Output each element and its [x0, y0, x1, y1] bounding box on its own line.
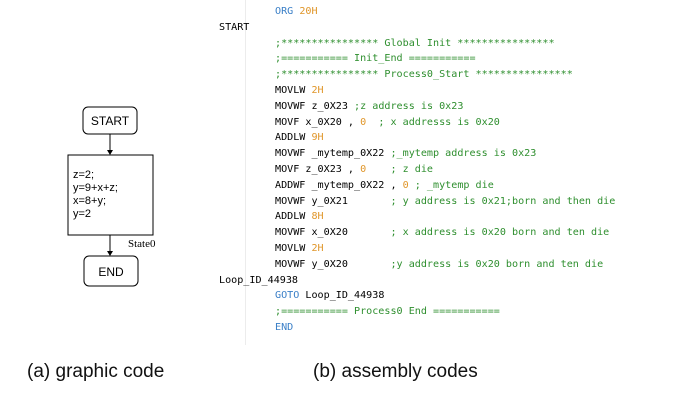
code-token: ;z address is 0x23	[354, 100, 464, 112]
code-token: ADDWF _mytemp_0X22 ,	[275, 179, 403, 191]
code-token	[366, 164, 390, 175]
code-line: ;**************** Global Init **********…	[275, 36, 555, 51]
assembly-listing: ORG 20H START ;**************** Global Ini…	[219, 4, 615, 335]
code-line: MOVF x_0X20 , 0 ; x addresss is 0x20	[275, 115, 500, 130]
code-token: ; _mytemp die	[414, 179, 494, 191]
code-line: MOVLW 2H	[275, 83, 324, 98]
code-token: MOVF z_0X23 ,	[275, 164, 361, 175]
code-token: ;=========== Init_End ===========	[275, 53, 476, 65]
code-token: Loop_ID_44938	[305, 290, 385, 302]
end-node	[83, 255, 139, 287]
code-token: MOVWF x_0X20	[275, 227, 391, 239]
code-token	[366, 117, 378, 128]
code-token: 2H	[311, 85, 324, 96]
process-line-4: y=2	[73, 208, 91, 220]
code-token: 8H	[311, 211, 324, 223]
process-node	[67, 154, 154, 236]
code-line: ADDLW 8H	[275, 209, 324, 224]
code-token: ;=========== Process0 End ===========	[275, 306, 500, 318]
code-token: ADDLW	[275, 211, 312, 223]
code-token: MOVF x_0X20 ,	[275, 116, 361, 128]
code-token: MOVWF _mytemp_0X22	[275, 148, 391, 160]
code-line: MOVWF y_0X21 ; y address is 0x21;born an…	[275, 194, 615, 209]
code-line: ADDWF _mytemp_0X22 , 0 ; _mytemp die	[275, 178, 494, 193]
panel-divider	[245, 0, 246, 345]
code-token: 0	[360, 164, 367, 175]
caption-graphic-code: (a) graphic code	[27, 361, 165, 382]
code-line: MOVWF x_0X20 ; x address is 0x20 born an…	[275, 225, 609, 240]
code-line: END	[275, 320, 293, 335]
code-line: MOVWF _mytemp_0X22 ;_mytemp address is 0…	[275, 146, 536, 161]
code-token: 0	[402, 179, 409, 191]
code-token: START	[219, 21, 250, 33]
code-token: ORG	[275, 6, 300, 17]
code-token: ; z die	[390, 164, 434, 175]
code-line: MOVWF y_0X20 ;y address is 0x20 born and…	[275, 257, 603, 272]
code-token: MOVLW	[275, 243, 312, 254]
end-label: END	[98, 265, 124, 279]
code-token: MOVWF y_0X20	[275, 258, 391, 270]
code-token: ; x address is 0x20 born and ten die	[390, 227, 610, 239]
code-line: ADDLW 9H	[275, 130, 324, 145]
start-arrowhead	[107, 150, 113, 155]
code-token: Loop_ID_44938	[219, 274, 299, 286]
code-token: ;_mytemp address is 0x23	[390, 148, 537, 160]
caption-assembly-codes: (b) assembly codes	[313, 361, 478, 382]
end-arrowhead	[107, 251, 113, 256]
code-token: ADDLW	[275, 132, 312, 144]
code-token: END	[275, 322, 294, 333]
code-line: MOVWF z_0X23 ;z address is 0x23	[275, 99, 463, 114]
code-token: GOTO	[275, 290, 306, 302]
code-line: MOVLW 2H	[275, 241, 324, 256]
code-line: ORG 20H	[275, 4, 318, 19]
code-token: 9H	[311, 132, 324, 144]
code-token: MOVWF z_0X23	[275, 100, 355, 112]
state-label: State0	[128, 238, 156, 250]
code-line: MOVF z_0X23 , 0 ; z die	[275, 162, 433, 177]
code-token: 2H	[311, 243, 324, 254]
code-token: ;y address is 0x20 born and ten die	[390, 258, 604, 270]
code-line: ;=========== Init_End ===========	[275, 51, 476, 66]
process-line-2: y=9+x+z;	[73, 182, 118, 194]
code-token: ; x addresss is 0x20	[378, 116, 500, 128]
code-token: MOVLW	[275, 85, 312, 96]
code-token: ; y address is 0x21;born and then die	[390, 195, 616, 207]
code-token: 20H	[299, 6, 318, 17]
code-token: ;**************** Process0_Start *******…	[275, 69, 573, 81]
code-line: START	[219, 20, 249, 35]
start-label: START	[91, 114, 130, 128]
code-line: Loop_ID_44938	[219, 273, 298, 288]
flowchart: START z=2; y=9+x+z; x=8+y; y=2 State0 EN…	[67, 106, 156, 287]
process-line-1: z=2;	[73, 169, 94, 181]
code-token: MOVWF y_0X21	[275, 195, 391, 207]
code-line: ;=========== Process0 End ===========	[275, 304, 500, 319]
code-token: 0	[360, 116, 367, 128]
code-token: ;**************** Global Init **********…	[275, 37, 555, 49]
process-line-3: x=8+y;	[73, 195, 106, 207]
code-line: ;**************** Process0_Start *******…	[275, 67, 573, 82]
code-line: GOTO Loop_ID_44938	[275, 288, 384, 303]
